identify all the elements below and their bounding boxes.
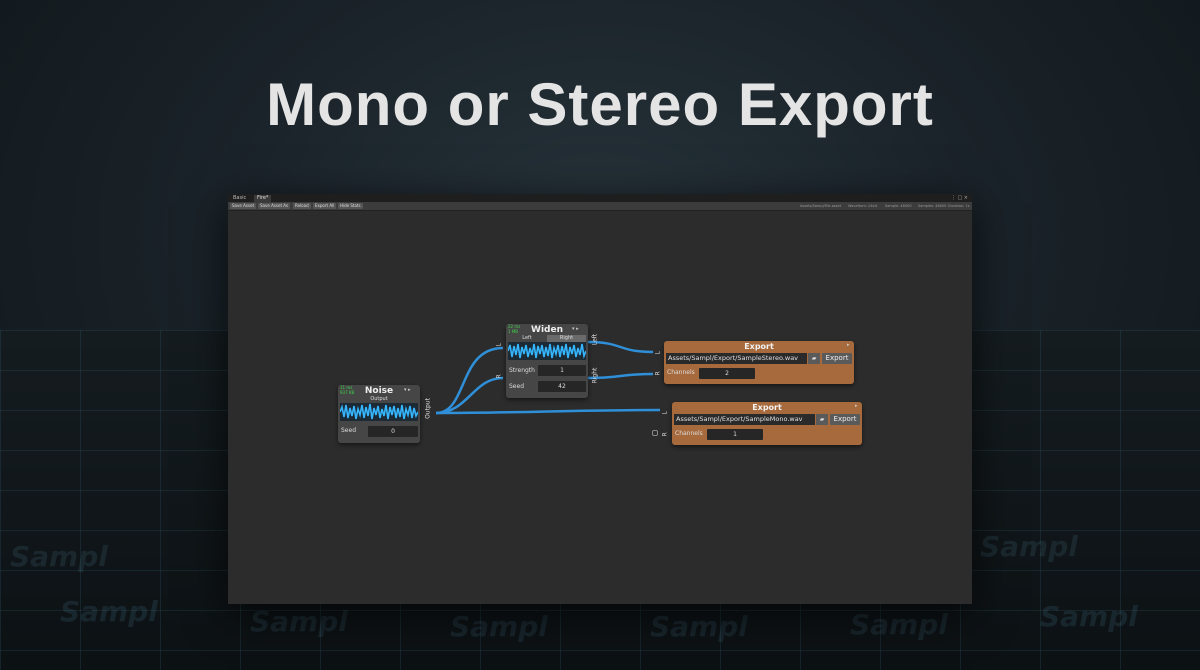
waveform-preview [508, 342, 586, 360]
stat-sample: Sample: 48000 [885, 204, 912, 208]
perf-time: 22 ms [508, 324, 521, 329]
channels-input[interactable]: 1 [707, 429, 763, 440]
wire-noise-to-mono-l [435, 408, 661, 415]
folder-icon[interactable]: ▰ [808, 353, 820, 364]
noise-node[interactable]: Noise 11 ms 937 KB ▾ ▸ Output Seed 0 [338, 385, 420, 443]
seed-input[interactable]: 0 [368, 426, 418, 437]
reload-button[interactable]: Reload [293, 203, 311, 209]
window-menu-icon[interactable]: ⋮ □ × [950, 195, 968, 201]
toolbar: Save Asset Save Asset As Reload Export A… [228, 202, 972, 211]
save-asset-as-button[interactable]: Save Asset As [258, 203, 291, 209]
collapse-icon[interactable]: ▾ ▸ [404, 387, 411, 393]
tab-fire[interactable]: Fire* [254, 195, 272, 202]
widen-output-left-port[interactable]: Left [591, 333, 599, 346]
wire-noise-to-widen-r [435, 376, 504, 415]
export-path-input[interactable]: Assets/Sampl/Export/SampleMono.wav [674, 414, 815, 425]
node-title: Noise [364, 386, 394, 396]
stat-duration: Duration: 1s [948, 204, 970, 208]
noise-output-port[interactable]: Output [424, 398, 432, 419]
wire-widen-left-to-stereo-l [587, 340, 654, 354]
perf-memory: 937 KB [340, 390, 355, 395]
floor-watermark: Sampl [250, 605, 348, 638]
connection-wires [435, 340, 661, 415]
stat-asset-path: Assets/Sampl/File.asset [800, 204, 842, 208]
strength-label: Strength [509, 367, 535, 374]
floor-watermark: Sampl [650, 610, 748, 643]
play-icon[interactable]: ▸ [855, 403, 858, 409]
widen-output-right-port[interactable]: Right [591, 367, 599, 384]
perf-memory: 1 MB [508, 329, 519, 334]
tab-right[interactable]: Right [547, 335, 586, 342]
play-icon[interactable]: ▸ [847, 342, 850, 348]
mono-input-r-port[interactable]: R [661, 432, 669, 437]
save-asset-button[interactable]: Save Asset [230, 203, 257, 209]
hide-stats-button[interactable]: Hide Stats [338, 203, 363, 209]
node-title: Export [752, 403, 782, 412]
seed-input[interactable]: 42 [538, 381, 586, 392]
widen-input-r-port[interactable]: R [495, 374, 503, 379]
perf-time: 11 ms [340, 385, 353, 390]
floor-watermark: Sampl [1040, 600, 1138, 633]
channels-input[interactable]: 2 [699, 368, 755, 379]
stereo-input-r-port[interactable]: R [654, 371, 662, 376]
tab-left[interactable]: Left [522, 335, 532, 341]
stereo-input-l-port[interactable]: L [654, 351, 662, 355]
floor-watermark: Sampl [60, 595, 158, 628]
wire-widen-right-to-stereo-r [587, 372, 654, 380]
mono-input-l-port[interactable]: L [661, 411, 669, 415]
widen-node[interactable]: Widen 22 ms 1 MB ▾ ▸ Left Right Strength… [506, 324, 588, 398]
export-button[interactable]: Export [830, 414, 860, 425]
export-path-input[interactable]: Assets/Sampl/Export/SampleStereo.wav [666, 353, 807, 364]
tab-bar: Basic Fire* ⋮ □ × [228, 194, 972, 202]
headline: Mono or Stereo Export [266, 71, 934, 138]
channels-label: Channels [667, 369, 695, 376]
export-stereo-node[interactable]: Export ▸ Assets/Sampl/Export/SampleStere… [664, 341, 854, 384]
graph-canvas[interactable]: Noise 11 ms 937 KB ▾ ▸ Output Seed 0 Out… [228, 211, 972, 604]
folder-icon[interactable]: ▰ [816, 414, 828, 425]
editor-window: Basic Fire* ⋮ □ × Save Asset Save Asset … [228, 194, 972, 604]
tab-label: Basic [233, 195, 247, 201]
tab-basic[interactable]: Basic [230, 195, 249, 202]
waveform-preview [340, 403, 418, 421]
output-tab[interactable]: Output [370, 396, 388, 402]
collapse-icon[interactable]: ▾ ▸ [572, 326, 579, 332]
export-all-button[interactable]: Export All [313, 203, 337, 209]
mono-input-r-dot[interactable] [652, 430, 658, 436]
export-button[interactable]: Export [822, 353, 852, 364]
export-mono-node[interactable]: Export ▸ Assets/Sampl/Export/SampleMono.… [672, 402, 862, 445]
tab-label: Fire* [257, 195, 269, 201]
floor-watermark: Sampl [980, 530, 1078, 563]
seed-label: Seed [341, 427, 356, 434]
stat-samples: Samples: 48000 [918, 204, 947, 208]
floor-watermark: Sampl [450, 610, 548, 643]
node-title: Widen [531, 325, 563, 335]
widen-input-l-port[interactable]: L [495, 343, 503, 347]
strength-input[interactable]: 1 [538, 365, 586, 376]
floor-watermark: Sampl [850, 608, 948, 641]
seed-label: Seed [509, 383, 524, 390]
floor-watermark: Sampl [10, 540, 108, 573]
channels-label: Channels [675, 430, 703, 437]
stat-waveform: Waveform: 24bit [848, 204, 878, 208]
wire-noise-to-widen-l [435, 346, 504, 415]
node-title: Export [744, 342, 774, 351]
